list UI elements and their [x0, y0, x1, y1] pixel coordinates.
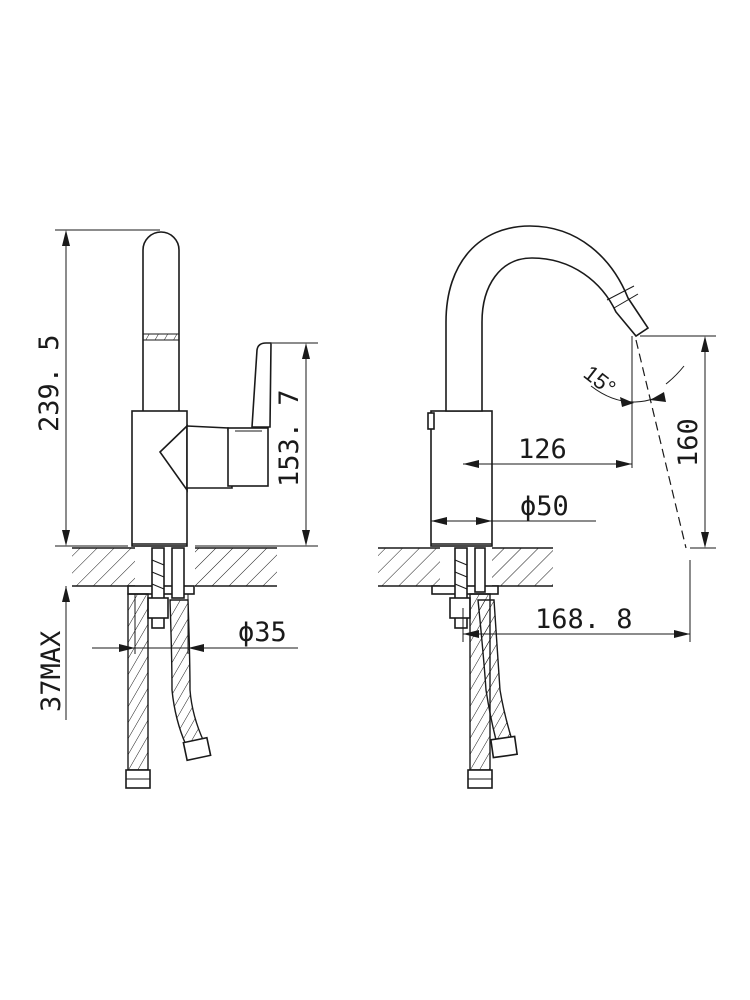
side-mount-hardware	[127, 547, 195, 629]
dim-spout-height-label: 160	[673, 418, 704, 467]
dim-spout-reach-label: 126	[518, 434, 567, 465]
front-gooseneck-spout	[445, 225, 650, 412]
side-spout	[142, 231, 180, 413]
front-hoses	[467, 593, 519, 789]
side-view: 239. 5 153. 7 37MAX ϕ35	[34, 229, 318, 789]
dim-spout-angle: 15°	[579, 336, 687, 549]
dim-total-reach: 168. 8	[462, 560, 691, 642]
side-faucet-body	[131, 410, 188, 547]
dim-handle-height: 153. 7	[195, 342, 318, 547]
dim-spout-height: 160	[640, 335, 716, 549]
dim-hole-diameter-label: ϕ35	[238, 617, 287, 648]
dim-mount-max-label: 37MAX	[36, 631, 67, 712]
dim-body-diameter: ϕ50	[430, 491, 596, 528]
dim-handle-height-label: 153. 7	[274, 389, 305, 487]
dim-spout-reach: 126	[463, 434, 632, 468]
dim-total-height-label: 239. 5	[34, 334, 65, 432]
dim-hole-diameter: ϕ35	[92, 594, 298, 654]
dim-spout-angle-label: 15°	[579, 360, 621, 400]
side-handle	[186, 342, 272, 489]
front-faucet-body	[427, 410, 493, 547]
dim-mount-max: 37MAX	[36, 586, 70, 720]
dim-body-diameter-label: ϕ50	[520, 491, 569, 522]
front-view: 15° 160 126 ϕ50	[378, 225, 716, 789]
side-hoses	[125, 593, 212, 789]
front-mount-hardware	[431, 547, 499, 629]
dim-total-height: 239. 5	[34, 229, 160, 547]
dim-total-reach-label: 168. 8	[535, 604, 633, 635]
